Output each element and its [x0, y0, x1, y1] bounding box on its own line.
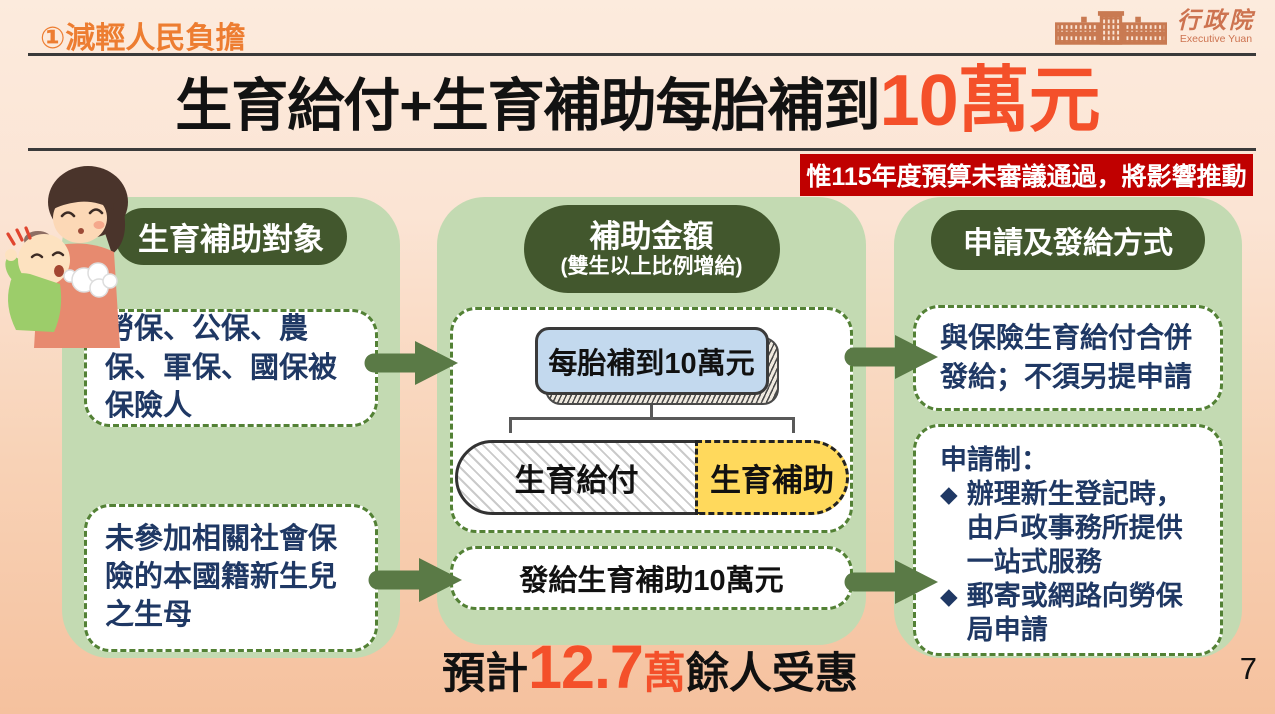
connector-stem	[650, 401, 653, 417]
beneficiary-estimate: 預計12.7萬餘人受惠	[385, 632, 915, 702]
amount-header-note: (雙生以上比例增給)	[560, 254, 743, 278]
section-badge: ①減輕人民負擔	[40, 22, 246, 55]
total-amount-label: 每胎補到10萬元	[534, 327, 769, 395]
total-amount-node: 每胎補到10萬元	[534, 327, 779, 405]
subsidy-segment: 生育補助	[695, 440, 849, 515]
title-highlight: 10萬元	[879, 61, 1101, 141]
connector-bracket	[508, 417, 795, 433]
estimate-prefix: 預計	[442, 650, 529, 698]
application-manual-list: ◆ 辦理新生登記時，由戶政事務所提供一站式服務 ◆ 郵寄或網路向勞保局申請	[940, 477, 1208, 647]
estimate-unit: 萬	[642, 650, 686, 698]
arrow-right-icon	[844, 560, 938, 604]
list-item-text: 辦理新生登記時，由戶政事務所提供一站式服務	[966, 479, 1183, 578]
budget-alert-banner: 惟115年度預算未審議通過，將影響推動	[800, 154, 1253, 196]
arrow-right-icon	[368, 558, 462, 602]
title-main: 生育給付+生育補助每胎補到	[175, 74, 880, 138]
panel-amount-header: 補助金額 (雙生以上比例增給)	[523, 205, 780, 293]
title-divider	[28, 148, 1256, 151]
page-title: 生育給付+生育補助每胎補到10萬元	[0, 56, 1275, 166]
eligibility-insured-box: 勞保、公保、農保、軍保、國保被保險人	[84, 309, 378, 427]
diamond-bullet-icon: ◆	[940, 583, 958, 610]
panel-application-header: 申請及發給方式	[931, 210, 1205, 270]
list-item: ◆ 辦理新生登記時，由戶政事務所提供一站式服務	[940, 477, 1208, 579]
arrow-right-icon	[364, 341, 458, 385]
panel-eligibility-header: 生育補助對象	[115, 208, 347, 265]
panel-application: 申請及發給方式 與保險生育給付合併發給；不須另提申請 申請制： ◆ 辦理新生登記…	[894, 197, 1242, 658]
diamond-bullet-icon: ◆	[940, 481, 958, 508]
logo-org-name-en: Executive Yuan	[1179, 32, 1253, 45]
header-divider	[28, 53, 1256, 56]
list-item-text: 郵寄或網路向勞保局申請	[966, 581, 1183, 646]
estimate-number: 12.7	[528, 633, 644, 701]
amount-split-bar: 生育給付 生育補助	[455, 440, 849, 515]
list-item: ◆ 郵寄或網路向勞保局申請	[940, 579, 1208, 647]
amount-header-label: 補助金額	[589, 219, 714, 255]
panel-eligibility: 生育補助對象 勞保、公保、農保、軍保、國保被保險人 未參加相關社會保險的本國籍新…	[62, 197, 400, 658]
eligibility-uninsured-box: 未參加相關社會保險的本國籍新生兒之生母	[84, 504, 378, 652]
page-number: 7	[1239, 651, 1257, 686]
executive-yuan-logo: 行政院 Executive Yuan	[1055, 7, 1255, 47]
application-manual-title: 申請制：	[940, 445, 1048, 475]
panel-amount: 補助金額 (雙生以上比例增給) 每胎補到10萬元 生育給付 生育補助 發給生育補…	[437, 197, 866, 645]
logo-org-name-zh: 行政院	[1177, 8, 1255, 34]
application-auto-box: 與保險生育給付合併發給；不須另提申請	[913, 305, 1223, 411]
application-manual-box: 申請制： ◆ 辦理新生登記時，由戶政事務所提供一站式服務 ◆ 郵寄或網路向勞保局…	[913, 424, 1223, 656]
government-building-icon	[1055, 11, 1167, 45]
amount-diagram-box: 每胎補到10萬元 生育給付 生育補助	[450, 307, 853, 533]
logo-text: 行政院 Executive Yuan	[1177, 9, 1255, 44]
mother-baby-illustration	[5, 166, 128, 348]
arrow-right-icon	[844, 335, 938, 379]
payment-segment: 生育給付	[455, 440, 698, 515]
estimate-suffix: 餘人受惠	[685, 650, 858, 698]
subsidy-grant-box: 發給生育補助10萬元	[450, 546, 853, 610]
